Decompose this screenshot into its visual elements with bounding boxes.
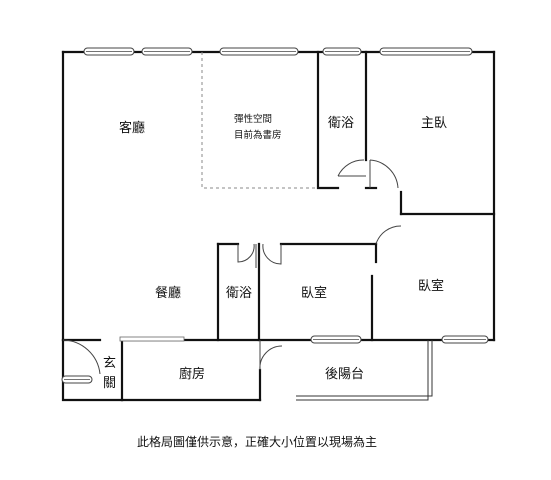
label-entrance-1: 玄 xyxy=(103,356,116,371)
label-living-room: 客廳 xyxy=(119,120,145,136)
interior-walls xyxy=(216,50,496,402)
label-master-bedroom: 主臥 xyxy=(421,116,447,131)
label-bath-2: 衛浴 xyxy=(226,286,252,301)
label-bath-1: 衛浴 xyxy=(328,116,354,131)
balcony-rail xyxy=(296,340,433,401)
label-flex-space: 彈性空間 xyxy=(234,113,272,125)
outer-walls xyxy=(61,50,496,402)
disclaimer-caption: 此格局圖僅供示意，正確大小位置以現場為主 xyxy=(137,434,377,449)
label-bedroom-2: 臥室 xyxy=(418,278,444,294)
label-bedroom-1: 臥室 xyxy=(301,285,327,301)
windows xyxy=(61,47,489,384)
doors xyxy=(62,159,402,375)
label-dining-room: 餐廳 xyxy=(155,285,181,301)
label-back-balcony: 後陽台 xyxy=(325,367,364,382)
label-kitchen: 廚房 xyxy=(179,366,205,382)
label-entrance-2: 關 xyxy=(103,376,116,391)
label-flex-space-note: 目前為書房 xyxy=(234,129,282,141)
